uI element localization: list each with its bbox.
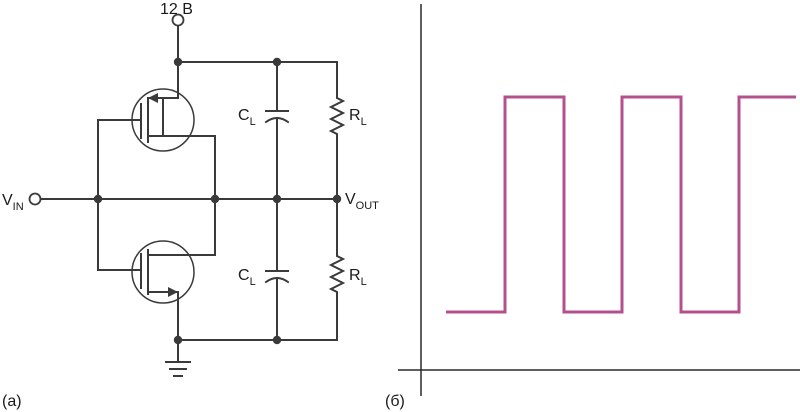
lower-capacitor bbox=[264, 198, 290, 341]
upper-res-label: RL bbox=[349, 107, 367, 128]
upper-gate-wire bbox=[97, 119, 133, 200]
junction-dot bbox=[272, 194, 282, 204]
nmos-transistor bbox=[131, 240, 195, 304]
junction-dot bbox=[173, 57, 183, 67]
upper-capacitor bbox=[264, 61, 290, 200]
vout-label: VOUT bbox=[345, 191, 379, 212]
lower-cap-label: CL bbox=[238, 267, 256, 288]
pmos-transistor bbox=[131, 88, 195, 152]
lower-resistor-zigzag bbox=[328, 198, 346, 341]
junction-dot bbox=[332, 194, 342, 204]
supply-label: 12 В bbox=[160, 1, 193, 18]
junction-dot bbox=[272, 335, 282, 345]
supply-terminal bbox=[171, 13, 185, 27]
upper-drain-wire bbox=[162, 135, 216, 200]
ground-symbol bbox=[165, 361, 191, 377]
waveform-panel: (б) bbox=[385, 4, 800, 410]
upper-source-wire bbox=[162, 61, 179, 99]
panel-a-label: (а) bbox=[2, 393, 22, 410]
nmos-arrow bbox=[168, 287, 178, 297]
upper-resistor-zigzag bbox=[328, 61, 346, 200]
lower-source-wire bbox=[162, 291, 179, 341]
lower-res-label: RL bbox=[349, 267, 367, 288]
lower-resistor bbox=[328, 198, 346, 341]
upper-cap-label: CL bbox=[238, 107, 256, 128]
vin-terminal bbox=[28, 192, 42, 206]
lower-drain-wire bbox=[162, 198, 216, 256]
square-wave-line bbox=[446, 95, 796, 314]
panel-b-label: (б) bbox=[385, 393, 405, 410]
junction-dot bbox=[210, 194, 220, 204]
circuit-schematic: 12 В VIN VOUT CL CL RL RL (а) bbox=[2, 1, 379, 410]
nmos-body-circle bbox=[131, 240, 195, 304]
upper-resistor bbox=[328, 61, 346, 200]
vin-label: VIN bbox=[2, 192, 24, 213]
lower-gate-wire bbox=[97, 198, 133, 271]
junction-dot bbox=[272, 57, 282, 67]
junction-dot bbox=[173, 335, 183, 345]
pmos-arrow bbox=[148, 93, 158, 103]
junction-dot bbox=[93, 194, 103, 204]
